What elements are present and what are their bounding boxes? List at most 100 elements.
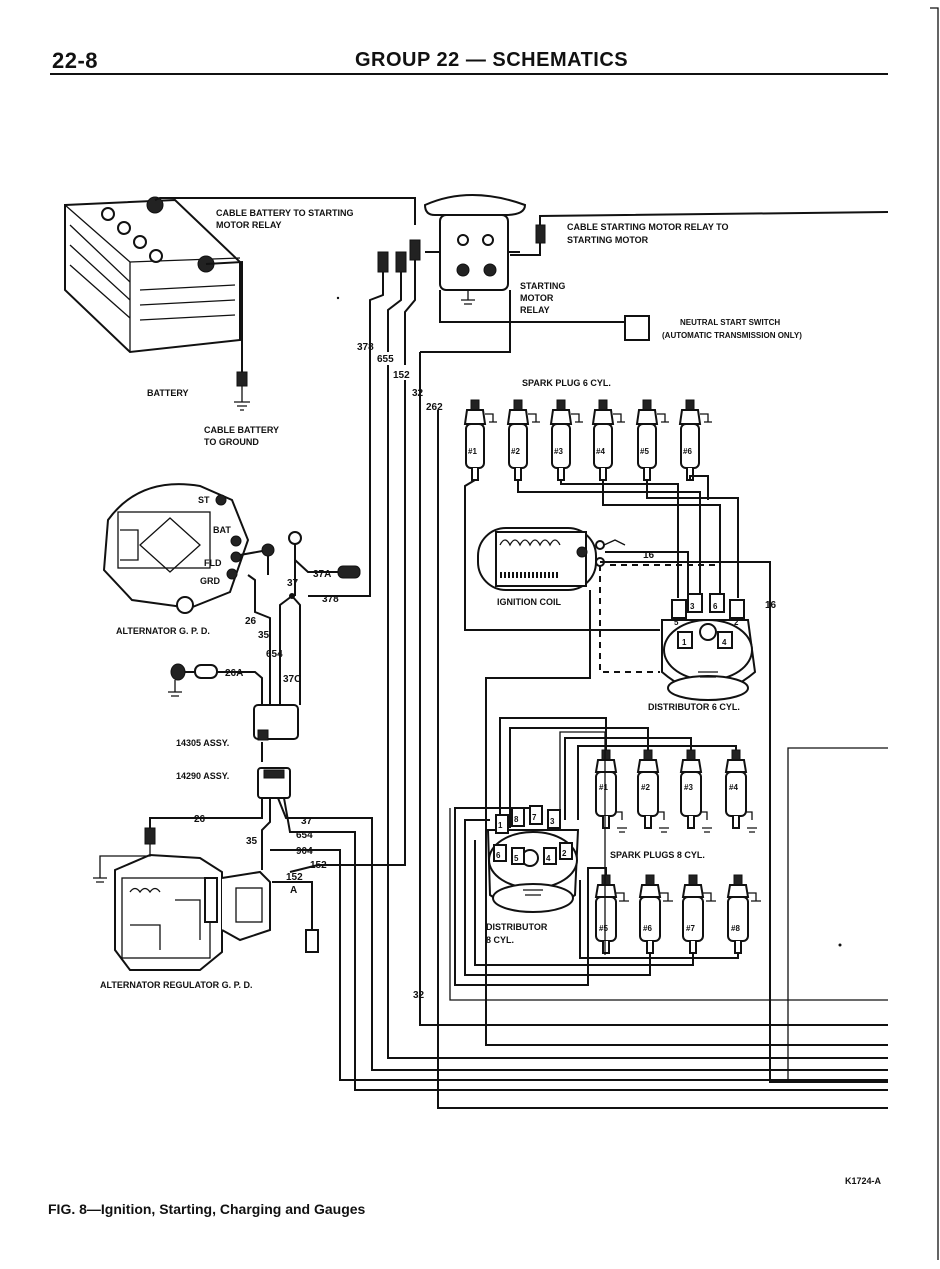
distributor-6cyl[interactable]: 3 6 5 2 1 4 bbox=[661, 593, 757, 701]
wire-label-654b: 654 bbox=[296, 830, 313, 841]
distributor-8-label-1: DISTRIBUTOR bbox=[486, 922, 548, 932]
spark-plug-6-6[interactable]: #6 bbox=[678, 399, 712, 481]
cable-battery-relay bbox=[154, 197, 416, 225]
page-number: 22-8 bbox=[52, 48, 99, 73]
connector-37A[interactable] bbox=[337, 565, 361, 579]
plug-8-8-label: #8 bbox=[731, 924, 740, 933]
wire-label-16b: 16 bbox=[765, 600, 777, 611]
plug-8-7-label: #7 bbox=[686, 924, 695, 933]
wire-26 bbox=[247, 574, 271, 705]
starting-motor-relay[interactable] bbox=[423, 194, 527, 305]
spark-plug-8-7[interactable]: #7 bbox=[681, 874, 716, 954]
plug-6-4-label: #4 bbox=[596, 447, 605, 456]
alternator-label: ALTERNATOR G. P. D. bbox=[116, 626, 210, 636]
relay-cable-lug bbox=[535, 224, 546, 244]
cable-relay-motor-label-2: STARTING MOTOR bbox=[567, 235, 649, 245]
harness-152 bbox=[318, 380, 406, 866]
dist6-term-2: 2 bbox=[734, 618, 739, 627]
dist8-term-8: 8 bbox=[514, 815, 519, 824]
wire-label-262: 262 bbox=[426, 402, 443, 413]
spark-plug-6-3[interactable]: #3 bbox=[549, 399, 583, 481]
wire-label-37: 37 bbox=[287, 578, 299, 589]
alternator-term-st: ST bbox=[198, 495, 210, 505]
wire-label-378b: 378 bbox=[322, 594, 339, 605]
connector-655 bbox=[395, 251, 407, 273]
relay-label-1: STARTING bbox=[520, 281, 565, 291]
cable-relay-motor-label-1: CABLE STARTING MOTOR RELAY TO bbox=[567, 222, 729, 232]
spark-plug-8-6[interactable]: #6 bbox=[638, 874, 673, 954]
battery-label: BATTERY bbox=[147, 388, 189, 398]
wire-label-26a: 26 bbox=[245, 616, 257, 627]
spark-plug-8-4[interactable]: #4 bbox=[724, 749, 757, 833]
plug-wire-6-1 bbox=[464, 479, 660, 631]
wire-37A bbox=[294, 559, 338, 573]
spark-plug-8-3[interactable]: #3 bbox=[679, 749, 712, 833]
spark-plug-6-5[interactable]: #5 bbox=[635, 399, 669, 481]
spark-plug-6-1[interactable]: #1 bbox=[463, 399, 497, 481]
wire-904-harness bbox=[270, 849, 888, 1081]
wire-378 bbox=[308, 272, 384, 597]
wire-label-35b: 35 bbox=[246, 836, 258, 847]
dist6-term-6: 6 bbox=[713, 602, 718, 611]
regulator-label: ALTERNATOR REGULATOR G. P. D. bbox=[100, 980, 253, 990]
harness-262 bbox=[437, 410, 888, 1109]
neutral-switch-label-1: NEUTRAL START SWITCH bbox=[680, 318, 780, 327]
ground-icon-regulator bbox=[93, 844, 151, 883]
dist8-term-1: 1 bbox=[498, 821, 503, 830]
ignition-coil[interactable] bbox=[477, 527, 605, 591]
connector-152A[interactable] bbox=[305, 929, 319, 953]
wire-label-26A: 26A bbox=[225, 668, 243, 679]
relay-label-2: MOTOR bbox=[520, 293, 554, 303]
plug-6-2-label: #2 bbox=[511, 447, 520, 456]
dist8-term-5: 5 bbox=[514, 854, 519, 863]
dist8-outer-loop bbox=[449, 808, 888, 1001]
plug-6-1-label: #1 bbox=[468, 447, 477, 456]
spark-plug-8-5[interactable]: #5 bbox=[594, 874, 629, 954]
assy-14290-label: 14290 ASSY. bbox=[176, 771, 229, 781]
alternator-term-fld: FLD bbox=[204, 558, 222, 568]
gauges-continuation bbox=[787, 747, 888, 1082]
cable-ground-label-1: CABLE BATTERY bbox=[204, 425, 279, 435]
battery[interactable] bbox=[64, 196, 241, 354]
spark-plug-8-8[interactable]: #8 bbox=[726, 874, 761, 954]
spark-plug-8-1[interactable]: #1 bbox=[594, 749, 627, 833]
spark-plugs-8-label: SPARK PLUGS 8 CYL. bbox=[610, 850, 705, 860]
dist8-term-4: 4 bbox=[546, 854, 551, 863]
dist6-term-3: 3 bbox=[690, 602, 695, 611]
wire-label-655: 655 bbox=[377, 354, 394, 365]
harness-655 bbox=[387, 365, 888, 1059]
distributor-8-label-2: 8 CYL. bbox=[486, 935, 514, 945]
page-margin-mark bbox=[930, 7, 939, 1260]
wire-label-152: 152 bbox=[393, 370, 410, 381]
dist8-term-2: 2 bbox=[562, 849, 567, 858]
distributor-6-label: DISTRIBUTOR 6 CYL. bbox=[648, 702, 740, 712]
distributor-8cyl[interactable]: 1 8 7 3 6 5 4 2 bbox=[486, 805, 580, 913]
dist6-term-4: 4 bbox=[722, 638, 727, 647]
wire-label-904: 904 bbox=[296, 846, 313, 857]
plug-6-5-label: #5 bbox=[640, 447, 649, 456]
connector-26A[interactable] bbox=[194, 664, 218, 679]
spark-plug-6-label: SPARK PLUG 6 CYL. bbox=[522, 378, 611, 388]
dist8-term-6: 6 bbox=[496, 851, 501, 860]
neutral-switch-wire bbox=[439, 290, 625, 323]
wire-label-16a: 16 bbox=[643, 550, 655, 561]
neutral-start-switch[interactable] bbox=[624, 315, 650, 341]
plug-8-2-label: #2 bbox=[641, 783, 650, 792]
wire-label-152A: 152 bbox=[286, 872, 303, 883]
alternator[interactable] bbox=[102, 483, 250, 614]
wire-label-654: 654 bbox=[266, 649, 283, 660]
spark-plug-6-4[interactable]: #4 bbox=[591, 399, 625, 481]
dist8-term-7: 7 bbox=[532, 813, 537, 822]
alternator-regulator[interactable] bbox=[114, 853, 271, 971]
terminal-35 bbox=[288, 531, 302, 545]
figure-code: K1724-A bbox=[845, 1176, 882, 1186]
spark-plug-8-2[interactable]: #2 bbox=[636, 749, 669, 833]
alternator-term-grd: GRD bbox=[200, 576, 221, 586]
plug-8-3-label: #3 bbox=[684, 783, 693, 792]
spark-plug-6-2[interactable]: #2 bbox=[506, 399, 540, 481]
neutral-switch-label-2: (AUTOMATIC TRANSMISSION ONLY) bbox=[662, 331, 802, 340]
plug-6-3-label: #3 bbox=[554, 447, 563, 456]
cable-battery-relay-label-2: MOTOR RELAY bbox=[216, 220, 282, 230]
plug-8-5-label: #5 bbox=[599, 924, 608, 933]
